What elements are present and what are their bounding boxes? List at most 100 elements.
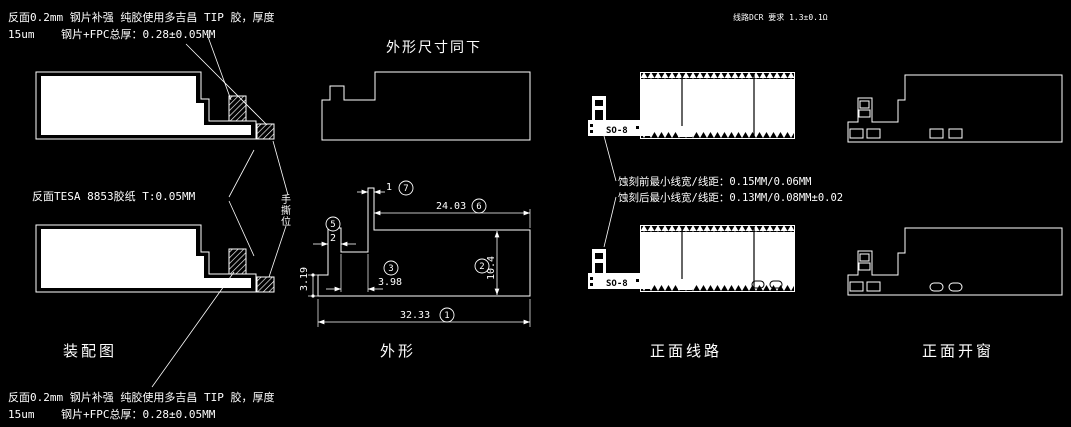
pad-dot: [590, 283, 593, 286]
copper-area: [640, 72, 795, 139]
window-profile: [847, 227, 1063, 296]
component-label: SO-8: [606, 279, 628, 289]
note-stiffener-top-line2: 15um 钢片+FPC总厚：0.28±0.05MM: [8, 28, 216, 41]
dimension-6: 24.03 6: [374, 198, 531, 228]
assembly-view-top: [35, 71, 275, 140]
trace-pad: [678, 126, 692, 137]
slot-opening: [769, 280, 783, 289]
component-window: [595, 110, 603, 121]
copper-area: [640, 225, 795, 292]
outline-view-dimensioned: 1 7 24.03 6 2 5: [299, 180, 531, 327]
connector-bar: [588, 273, 650, 289]
trace-dash: [665, 127, 672, 131]
view-label-outline: 外形: [380, 342, 417, 360]
slot-opening: [929, 282, 944, 292]
serrated-edge-bottom: [641, 132, 794, 138]
dimension-7: 1 7: [357, 180, 414, 196]
leader-stiffener-bottom: [151, 271, 235, 388]
assembly-coverlay-outline: [35, 224, 257, 293]
leader-tear-note-up: [272, 140, 289, 196]
window-opening: [858, 262, 871, 271]
assembly-view-bottom: [35, 224, 275, 293]
assembly-body-fill: [41, 76, 251, 135]
leader-tesa-up: [228, 149, 255, 198]
balloon-number: 3: [388, 264, 393, 274]
pad-dot: [636, 126, 639, 129]
dimension-3: 3.98 3: [326, 254, 402, 292]
leader-etch-before: [603, 135, 617, 182]
leader-lines: [151, 33, 617, 388]
balloon-number: 6: [476, 202, 481, 212]
outline-profile: [317, 187, 531, 297]
dimension-1: 32.33 1: [317, 299, 531, 327]
balloon-number: 2: [479, 262, 484, 272]
assembly-body-fill: [41, 229, 251, 288]
note-outline-same: 外形尺寸同下: [386, 40, 482, 56]
component-label: SO-8: [606, 126, 628, 136]
window-profile: [847, 74, 1063, 143]
dimension-2: 2 10.4: [474, 231, 500, 295]
leader-etch-after: [603, 196, 617, 248]
stiffener-hatch-section: [228, 248, 247, 275]
slot-opening: [751, 280, 765, 289]
view-label-assembly: 装配图: [63, 342, 118, 360]
note-etch-after: 蚀刻后最小线宽/线距：0.13MM/0.08MM±0.02: [618, 192, 844, 204]
leader-stiffener-top: [206, 33, 232, 101]
view-label-circuit: 正面线路: [650, 342, 723, 360]
balloon-number: 7: [403, 184, 408, 194]
dim-value: 3.98: [378, 277, 402, 288]
window-opening: [929, 128, 944, 139]
view-label-window: 正面开窗: [922, 342, 995, 360]
trace-dash: [654, 127, 661, 131]
trace-pad: [678, 279, 692, 290]
component-window: [595, 253, 603, 259]
window-view-top: [847, 74, 1063, 143]
pad-dot: [590, 277, 593, 280]
window-opening: [866, 281, 881, 292]
dim-value: 24.03: [436, 201, 466, 212]
leader-tear-top: [185, 43, 268, 126]
balloon-number: 5: [330, 220, 335, 230]
balloon-number: 1: [444, 311, 449, 321]
tear-piece-hatch-section: [256, 123, 275, 140]
connector-bar: [588, 120, 650, 136]
note-stiffener-bottom-line2: 15um 钢片+FPC总厚：0.28±0.05MM: [8, 408, 216, 421]
note-tear-position: 手撕位: [278, 194, 290, 227]
pad-dot: [636, 279, 639, 282]
slot-opening: [948, 282, 963, 292]
dim-value: 2: [330, 233, 336, 244]
window-opening: [859, 100, 870, 109]
circuit-view-bottom: [588, 225, 795, 292]
window-opening: [859, 253, 870, 262]
window-opening: [849, 128, 864, 139]
note-stiffener-bottom-line1: 反面0.2mm 钢片补强 纯胶使用多吉昌 TIP 胶，厚度: [8, 391, 275, 404]
dim-value: 32.33: [400, 310, 430, 321]
dimension-5: 2 5: [313, 216, 356, 247]
pad-dot: [590, 130, 593, 133]
component-window: [595, 100, 603, 106]
trace-dash: [654, 280, 661, 284]
dim-value: 10.4: [486, 256, 497, 280]
dimension-left-height: 3.19: [299, 267, 318, 298]
leader-tesa-down: [228, 200, 255, 257]
pad-dot: [590, 124, 593, 127]
leader-tear-note-down: [268, 225, 287, 278]
note-tesa-adhesive: 反面TESA 8853胶纸 T:0.05MM: [32, 190, 196, 203]
serrated-edge-top: [641, 226, 794, 232]
assembly-coverlay-outline: [35, 71, 257, 140]
tear-piece-hatch-section: [256, 276, 275, 293]
trace-dash: [665, 280, 672, 284]
window-opening: [866, 128, 881, 139]
window-opening: [858, 109, 871, 118]
window-opening: [849, 281, 864, 292]
serrated-edge-top: [641, 73, 794, 79]
serrated-edge-bottom: [641, 285, 794, 291]
dim-value: 1: [386, 182, 392, 193]
note-etch-before: 蚀刻前最小线宽/线距：0.15MM/0.06MM: [618, 176, 812, 188]
circuit-view-top: [588, 72, 795, 139]
outline-profile: [321, 71, 531, 141]
stiffener-hatch-section: [228, 95, 247, 122]
note-dcr-requirement: 线路DCR 要求 1.3±0.1Ω: [733, 13, 828, 22]
